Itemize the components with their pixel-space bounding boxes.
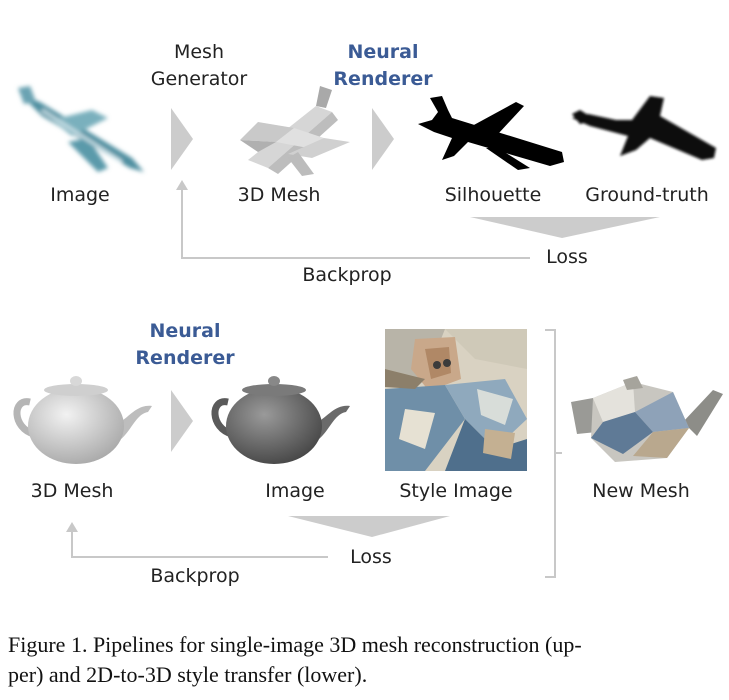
style-image-label: Style Image <box>399 480 513 502</box>
ground-truth-label: Ground-truth <box>585 184 709 206</box>
top-arrow-2 <box>372 108 394 170</box>
bottom-loss-wedge <box>288 516 450 537</box>
bottom-loss-label: Loss <box>350 546 392 568</box>
top-backprop-line <box>181 184 530 259</box>
bottom-backprop-label: Backprop <box>150 565 240 587</box>
bottom-3d-mesh-label: 3D Mesh <box>30 480 114 502</box>
bottom-arrow <box>171 390 193 452</box>
ground-truth-image <box>572 96 716 160</box>
top-loss-backprop-diagram <box>176 180 660 259</box>
caption-line-2: per) and 2D-to-3D style transfer (lower)… <box>8 662 368 687</box>
top-loss-label: Loss <box>546 246 588 268</box>
new-mesh-label: New Mesh <box>592 480 690 502</box>
top-backprop-label: Backprop <box>302 264 392 286</box>
bottom-backprop-arrowhead <box>66 522 78 532</box>
silhouette-image <box>418 96 564 170</box>
top-3d-mesh-label: 3D Mesh <box>237 184 321 206</box>
top-loss-wedge <box>470 217 660 238</box>
bracket <box>545 329 556 578</box>
bottom-image-label: Image <box>265 480 325 502</box>
bottom-loss-backprop-diagram <box>66 329 562 578</box>
teapot-mesh <box>13 376 152 464</box>
teapot-rendered-image <box>211 376 350 464</box>
figure-caption: Figure 1. Pipelines for single-image 3D … <box>8 630 724 690</box>
bottom-backprop-line <box>71 526 328 558</box>
top-backprop-arrowhead <box>176 180 188 190</box>
new-mesh-teapot <box>571 376 723 462</box>
silhouette-label: Silhouette <box>444 184 542 206</box>
style-image-painting <box>385 329 527 471</box>
top-image-label: Image <box>50 184 110 206</box>
top-arrow-1 <box>171 108 193 170</box>
airplane-mesh <box>240 86 350 176</box>
airplane-image <box>18 86 144 172</box>
caption-line-1: Figure 1. Pipelines for single-image 3D … <box>8 632 582 657</box>
